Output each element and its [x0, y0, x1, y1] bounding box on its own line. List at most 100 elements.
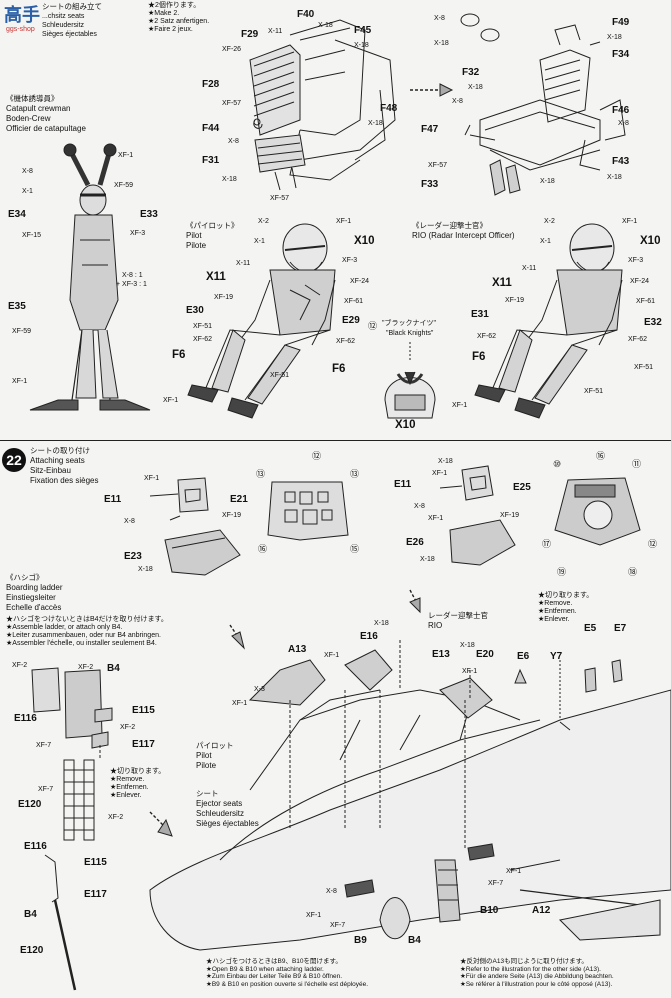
make-notes: ★2個作ります。 ★Make 2. ★2 Satz anfertigen. ★F…: [148, 2, 209, 33]
part-label: E23: [124, 551, 142, 562]
helmet-en: "Black Knights": [386, 330, 434, 337]
part-label: E32: [644, 317, 662, 328]
paint-label: XF-24: [350, 278, 370, 285]
paint-label: X-18: [460, 642, 475, 649]
decal-num: ⑱: [628, 567, 638, 577]
seat-title-jp: シートの組み立て: [42, 2, 102, 11]
paint-label: XF-1: [306, 912, 322, 919]
part-label: E25: [513, 482, 531, 493]
paint-label: X-8 : 1: [122, 272, 143, 279]
part-label: E11: [394, 479, 412, 490]
note-line: ★Make 2.: [148, 10, 180, 17]
part-label: E21: [230, 494, 248, 505]
logo-text: 高手: [4, 5, 40, 25]
paint-label: XF-19: [214, 294, 234, 301]
pilot-title-en: Pilot: [186, 230, 202, 240]
seats-label-fr: Sièges éjectables: [196, 818, 259, 828]
pilot-instrument-panel: [267, 481, 349, 541]
assembly-cut-notes: ★切り取ります。 ★Remove. ★Entfernen. ★Enlever.: [538, 592, 593, 623]
paint-label: X-18: [138, 566, 153, 573]
seats-label-de: Schleudersitz: [196, 808, 245, 818]
paint-label: XF-1: [506, 868, 522, 875]
seats-label: シート Ejector seats Schleudersitz Sièges é…: [196, 790, 259, 828]
rio-label-en: RIO: [428, 621, 443, 630]
rio-label-jp: レーダー迎撃士官: [428, 611, 488, 620]
paint-label: X-8: [618, 120, 629, 127]
seat-exploded-left: [249, 19, 396, 191]
paint-label: XF-7: [36, 742, 52, 749]
seats-label-en: Ejector seats: [196, 798, 243, 808]
paint-label: X-2: [258, 218, 269, 225]
part-label: E31: [471, 309, 489, 320]
rio-instrument-panel: [554, 477, 641, 546]
paint-label: X-11: [268, 28, 283, 35]
pilot-seat-parts: [149, 477, 241, 576]
pilot-label-en: Pilot: [196, 750, 212, 760]
crewman-figure: [29, 143, 151, 411]
part-label: F47: [421, 124, 439, 135]
paint-label: XF-57: [270, 195, 290, 202]
paint-label: X-18: [354, 42, 369, 49]
decal-num: ⑬: [256, 469, 266, 479]
part-label: F43: [612, 156, 630, 167]
paint-label: X-8: [124, 518, 135, 525]
paint-label: XF-61: [344, 298, 364, 305]
part-label: A13: [288, 644, 307, 655]
part-label: E115: [132, 705, 155, 716]
paint-label: XF-61: [636, 298, 656, 305]
part-label: E6: [517, 651, 530, 662]
paint-label: XF-62: [193, 336, 213, 343]
part-label: F31: [202, 155, 220, 166]
paint-label: XF-51: [193, 323, 213, 330]
footer-right-notes: ★反対側のA13も同じように取り付けます。 ★Refer to the illu…: [460, 958, 669, 988]
part-label: B4: [107, 663, 120, 674]
seat-title-fr: Sièges éjectables: [42, 31, 97, 38]
part-label: B9: [354, 935, 367, 946]
step22-title-en: Attaching seats: [30, 455, 85, 465]
note-line: ★B9 & B10 en position ouverte si l'échel…: [206, 980, 369, 988]
part-label: E120: [18, 799, 42, 810]
paint-label: XF-62: [336, 338, 356, 345]
part-label: F28: [202, 79, 220, 90]
step22-title-de: Sitz-Einbau: [30, 465, 71, 475]
paint-label: X-18: [374, 620, 389, 627]
note-line: ★Se référer à l'illustration pour le côt…: [460, 980, 613, 988]
logo-site: ggs-shop: [6, 26, 35, 33]
note-line: ★Remove.: [110, 776, 145, 783]
part-label: E26: [406, 537, 424, 548]
part-label: E20: [476, 649, 494, 660]
part-label: F32: [462, 67, 480, 78]
rio-figure: [474, 223, 623, 419]
crewman-title-fr: Officier de catapultage: [6, 123, 86, 133]
part-label: X11: [492, 277, 512, 289]
paint-label: XF-59: [114, 182, 134, 189]
paint-label: X-18: [222, 176, 237, 183]
ladder-parts: [31, 667, 113, 991]
note-line: ★2 Satz anfertigen.: [148, 18, 210, 25]
note-line: ★Enlever.: [538, 616, 570, 623]
part-label: F34: [612, 49, 630, 60]
crewman-title-jp: 《機体誘導員》: [6, 94, 59, 103]
part-label: F49: [612, 17, 630, 28]
paint-label: XF-26: [222, 46, 242, 53]
seats-label-jp: シート: [196, 789, 219, 798]
paint-label: X-18: [540, 178, 555, 185]
paint-label: X-8: [326, 888, 337, 895]
rio-title-en: RIO (Radar Intercept Officer): [412, 230, 515, 240]
guide-lines: [99, 640, 471, 850]
paint-label: X-11: [522, 265, 537, 272]
ladder-title-en: Boarding ladder: [6, 582, 63, 592]
decal-num: ⑯: [596, 451, 606, 461]
part-label: F29: [241, 29, 259, 40]
decal-num: ⑩: [553, 459, 562, 469]
part-label: X10: [640, 235, 661, 247]
paint-label: XF-3: [628, 257, 644, 264]
paint-label: XF-62: [628, 336, 648, 343]
note-line: ★Für die andere Seite (A13) die Abbildun…: [460, 973, 614, 980]
paint-label: X-1: [22, 188, 33, 195]
pilot-label-fr: Pilote: [196, 760, 217, 770]
pilot-title: 《パイロット》 Pilot Pilote: [186, 222, 239, 250]
seat-title-en: ...chsitz seats: [42, 13, 85, 20]
step-divider: [0, 440, 671, 441]
note-line: ★Entfernen.: [110, 784, 149, 791]
